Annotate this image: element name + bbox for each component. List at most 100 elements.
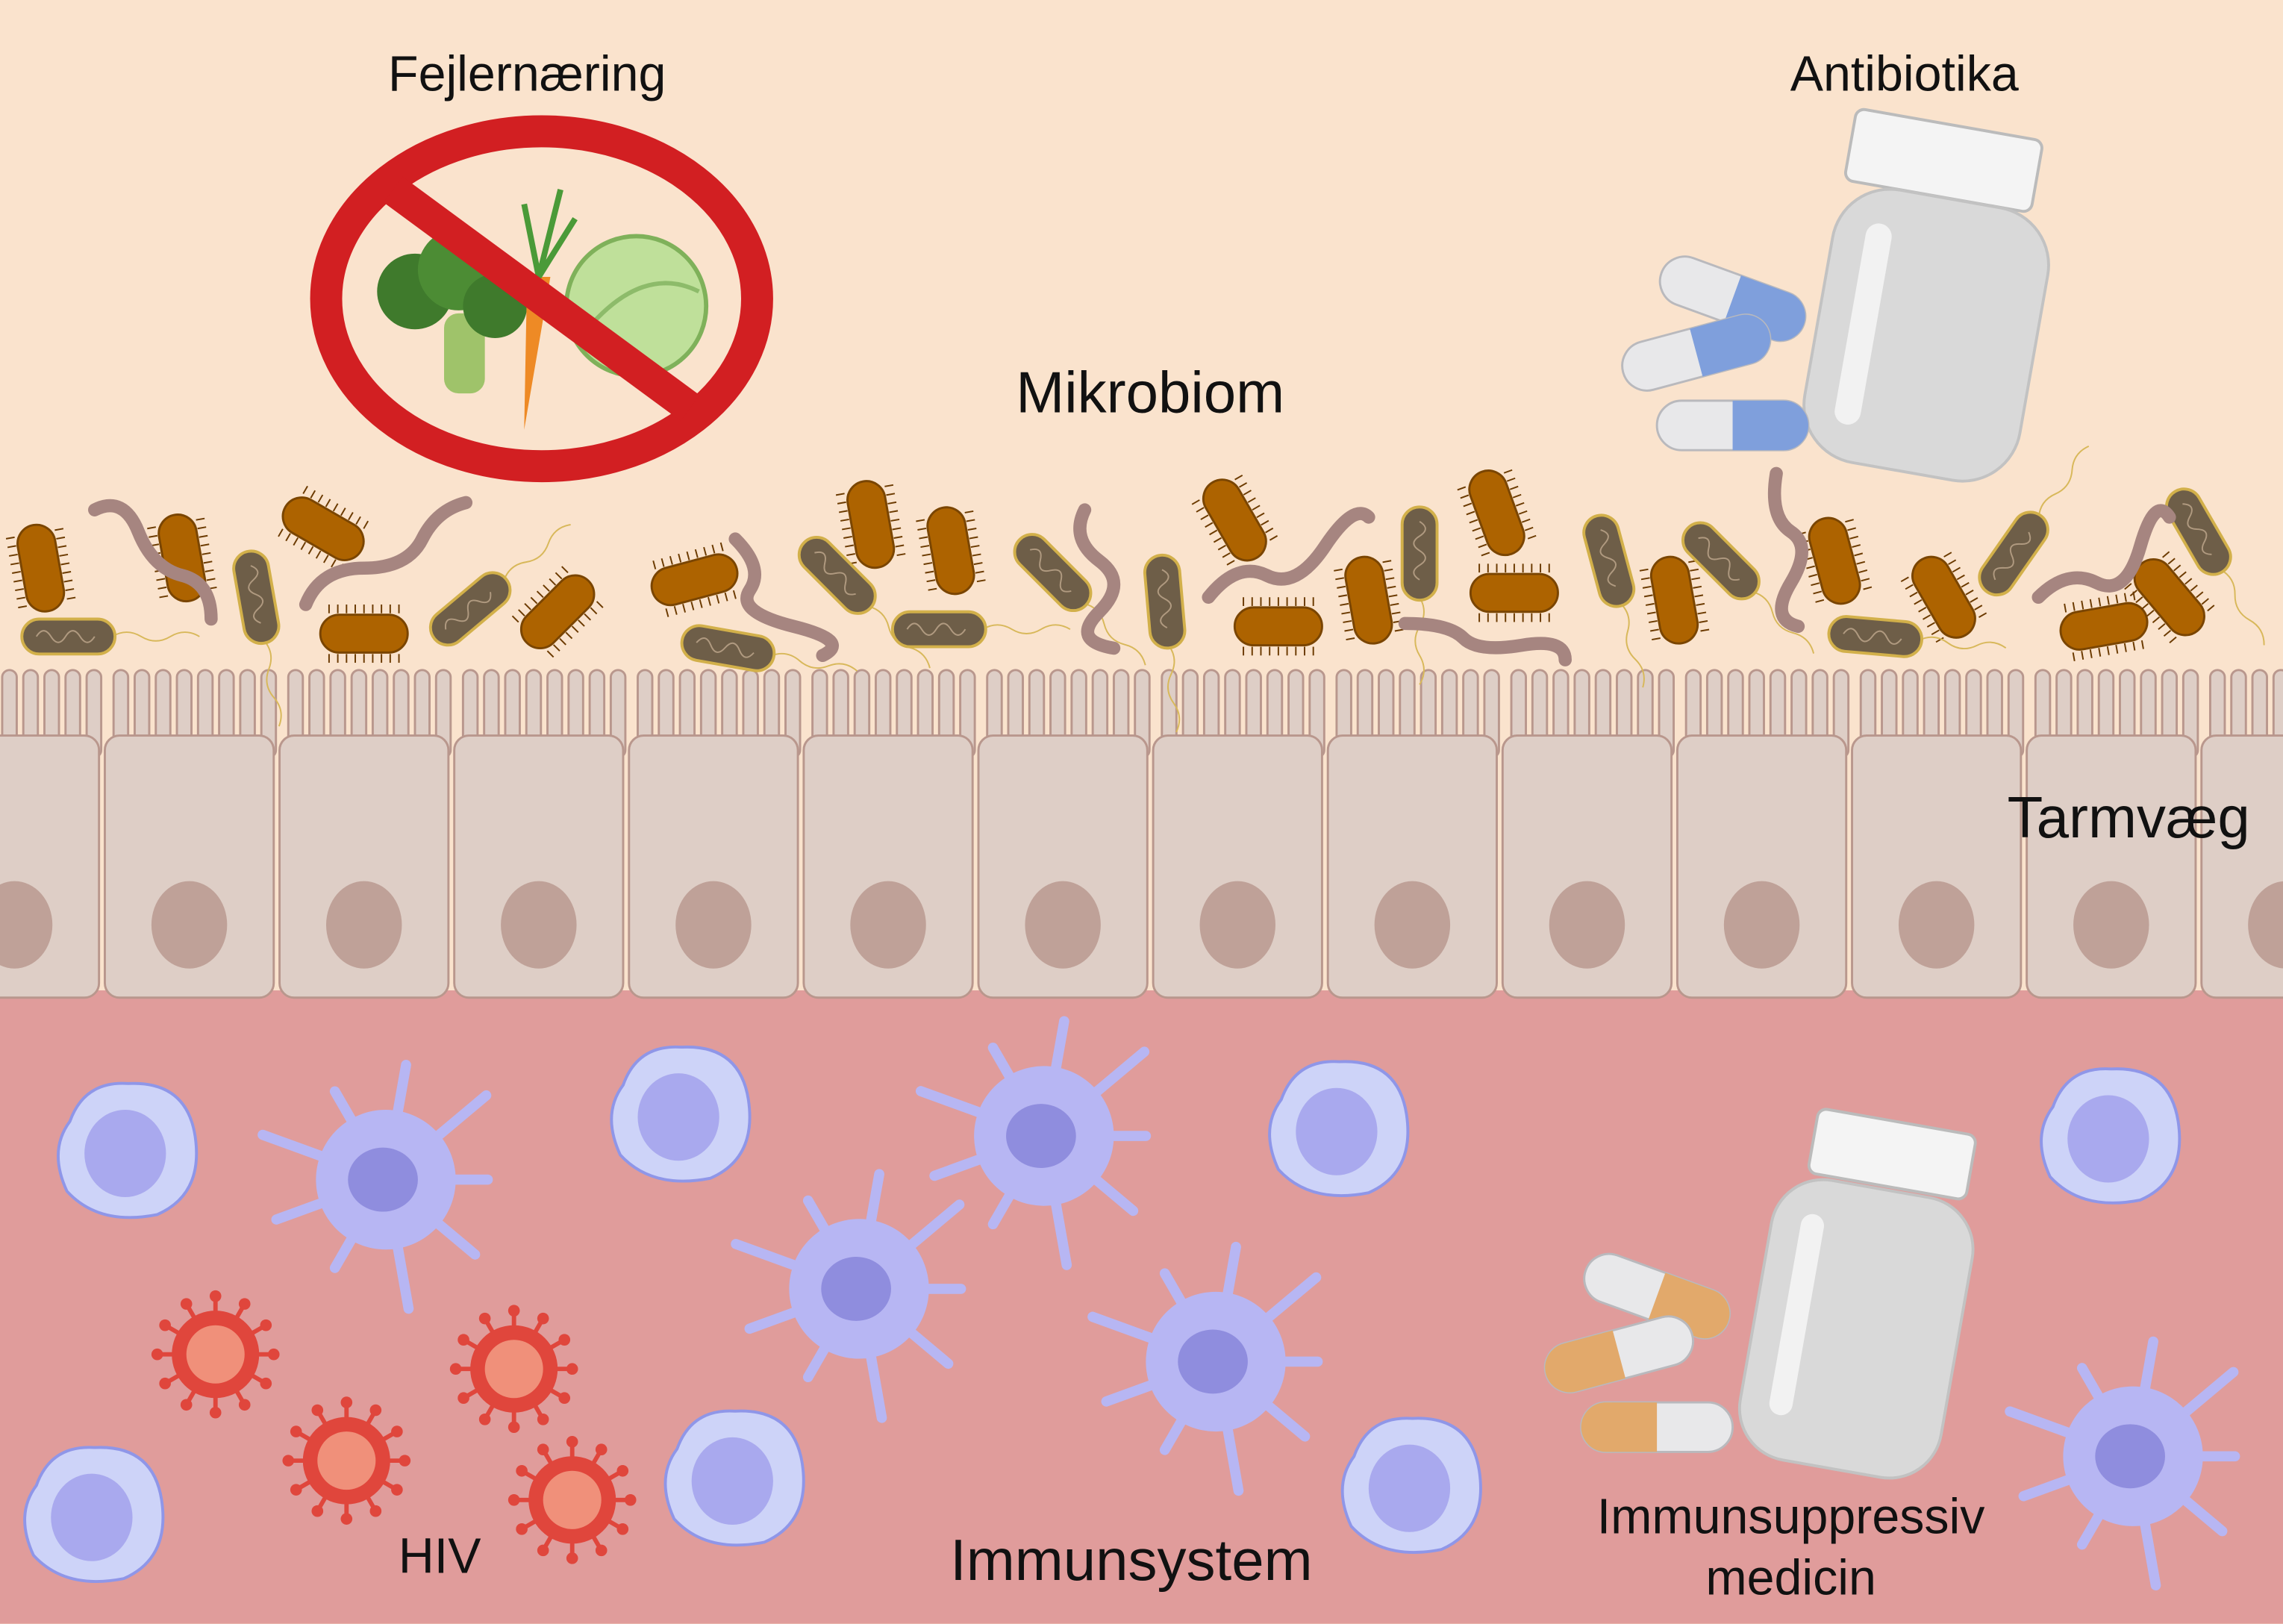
spirochete-bacterium-icon <box>728 532 839 663</box>
capsule-pill-icon <box>1580 1401 1734 1453</box>
capsule-pill-icon <box>1543 1315 1694 1394</box>
capsulated-bacterium-icon <box>428 524 571 647</box>
cell-nucleus <box>0 881 53 969</box>
rod-bacterium-icon <box>1797 516 1873 605</box>
epithelial-cell <box>1501 669 1675 999</box>
capsulated-bacterium-icon <box>680 624 858 672</box>
lymphocyte-icon <box>57 1081 199 1219</box>
epithelial-cell <box>628 669 802 999</box>
cell-body <box>1152 734 1323 999</box>
capsulated-bacterium-icon <box>890 610 1071 649</box>
capsulated-bacterium-icon <box>1400 505 1439 685</box>
capsulated-bacterium-icon <box>1681 521 1815 654</box>
lymphocyte-icon <box>663 1409 805 1547</box>
spirochete-bacterium-icon <box>299 496 473 611</box>
rod-bacterium-icon <box>1469 563 1559 622</box>
spirochete-bacterium-icon <box>2031 504 2176 605</box>
lymphocyte-icon <box>610 1045 752 1183</box>
dendritic-cell-icon <box>1087 1241 1323 1496</box>
immune-cells <box>23 1016 2240 1591</box>
cell-nucleus <box>1549 881 1625 969</box>
rod-bacterium-icon <box>835 480 906 569</box>
cell-body <box>104 734 275 999</box>
cell-body <box>2026 734 2197 999</box>
spirochete-bacterium-icon <box>1767 466 1808 634</box>
cell-body <box>1851 734 2023 999</box>
lymphocyte-icon <box>2040 1067 2182 1205</box>
epithelial-cell <box>2026 669 2199 999</box>
label-hiv: HIV <box>399 1528 481 1584</box>
cell-nucleus <box>2248 881 2283 969</box>
lymphocyte-icon <box>1268 1060 1410 1198</box>
epithelial-cell <box>1326 669 1500 999</box>
cell-nucleus <box>1898 881 1975 969</box>
rod-bacterium-icon <box>278 485 369 572</box>
antibiotics-bottle-icon <box>1802 107 2050 483</box>
cell-nucleus <box>850 881 926 969</box>
cell-nucleus <box>675 881 752 969</box>
antibiotic-capsules <box>1621 255 1810 452</box>
capsulated-bacterium-icon <box>2164 487 2265 646</box>
cell-body <box>1675 734 1848 999</box>
spirochete-bacterium-icon <box>1202 507 1375 605</box>
capsulated-bacterium-icon <box>232 549 282 727</box>
rod-bacterium-icon <box>1233 597 1323 656</box>
lymphocyte-icon <box>1340 1417 1482 1554</box>
rod-bacterium-icon <box>1191 474 1278 566</box>
microbiome-bacteria <box>5 445 2265 733</box>
dendritic-cell-icon <box>257 1060 493 1314</box>
capsulated-bacterium-icon <box>1143 553 1187 733</box>
rod-bacterium-icon <box>5 523 76 613</box>
spirochete-bacterium-icon <box>88 499 218 626</box>
dendritic-cell-icon <box>915 1016 1152 1270</box>
dendritic-cell-icon <box>2005 1336 2240 1591</box>
epithelial-cell <box>453 669 627 999</box>
epithelial-cell <box>0 669 103 999</box>
cell-nucleus <box>501 881 577 969</box>
rod-bacterium-icon <box>2124 551 2215 643</box>
cell-nucleus <box>1199 881 1275 969</box>
cell-body <box>628 734 799 999</box>
capsulated-bacterium-icon <box>20 617 200 656</box>
rod-bacterium-icon <box>2059 591 2149 661</box>
immunosuppressive-capsules <box>1543 1252 1734 1453</box>
capsulated-bacterium-icon <box>1978 445 2090 597</box>
rod-bacterium-icon <box>1900 552 1987 643</box>
epithelial-cell <box>977 669 1151 999</box>
cell-nucleus <box>151 881 228 969</box>
hiv-virus-icon <box>282 1396 411 1525</box>
label-immunosuppressive-line1: Immunsuppressiv <box>1597 1490 1985 1545</box>
label-antibiotics: Antibiotika <box>1790 46 2019 102</box>
cell-nucleus <box>1723 881 1800 969</box>
label-immune-system: Immunsystem <box>950 1527 1313 1593</box>
label-gut-wall: Tarmvæg <box>2008 784 2250 850</box>
epithelial-cell <box>1675 669 1850 999</box>
cell-nucleus <box>326 881 402 969</box>
capsule-pill-icon <box>1621 313 1772 392</box>
epithelial-cell <box>1851 669 2025 999</box>
rod-bacterium-icon <box>1334 555 1404 645</box>
epithelial-cell <box>1152 669 1325 999</box>
cell-body <box>977 734 1149 999</box>
capsulated-bacterium-icon <box>1582 513 1645 688</box>
rod-bacterium-icon <box>650 542 739 617</box>
label-microbiome: Mikrobiom <box>1016 359 1284 425</box>
hiv-virus-icon <box>449 1305 578 1434</box>
cell-body <box>1501 734 1673 999</box>
epithelial-cell <box>802 669 976 999</box>
malnutrition-prohibition-icon <box>310 115 773 483</box>
cell-nucleus <box>1025 881 1101 969</box>
rod-bacterium-icon <box>1457 469 1537 557</box>
label-immunosuppressive-line2: medicin <box>1705 1551 1876 1606</box>
broccoli-icon <box>377 228 528 394</box>
cell-body <box>802 734 974 999</box>
dendritic-cell-icon <box>731 1169 966 1423</box>
cell-nucleus <box>1374 881 1451 969</box>
label-malnutrition: Fejlernæring <box>388 46 666 102</box>
lymphocyte-icon <box>23 1446 165 1583</box>
hiv-viruses <box>151 1290 637 1564</box>
capsule-pill-icon <box>1655 399 1810 452</box>
cell-body <box>1326 734 1498 999</box>
spirochete-bacterium-icon <box>1398 616 1572 666</box>
